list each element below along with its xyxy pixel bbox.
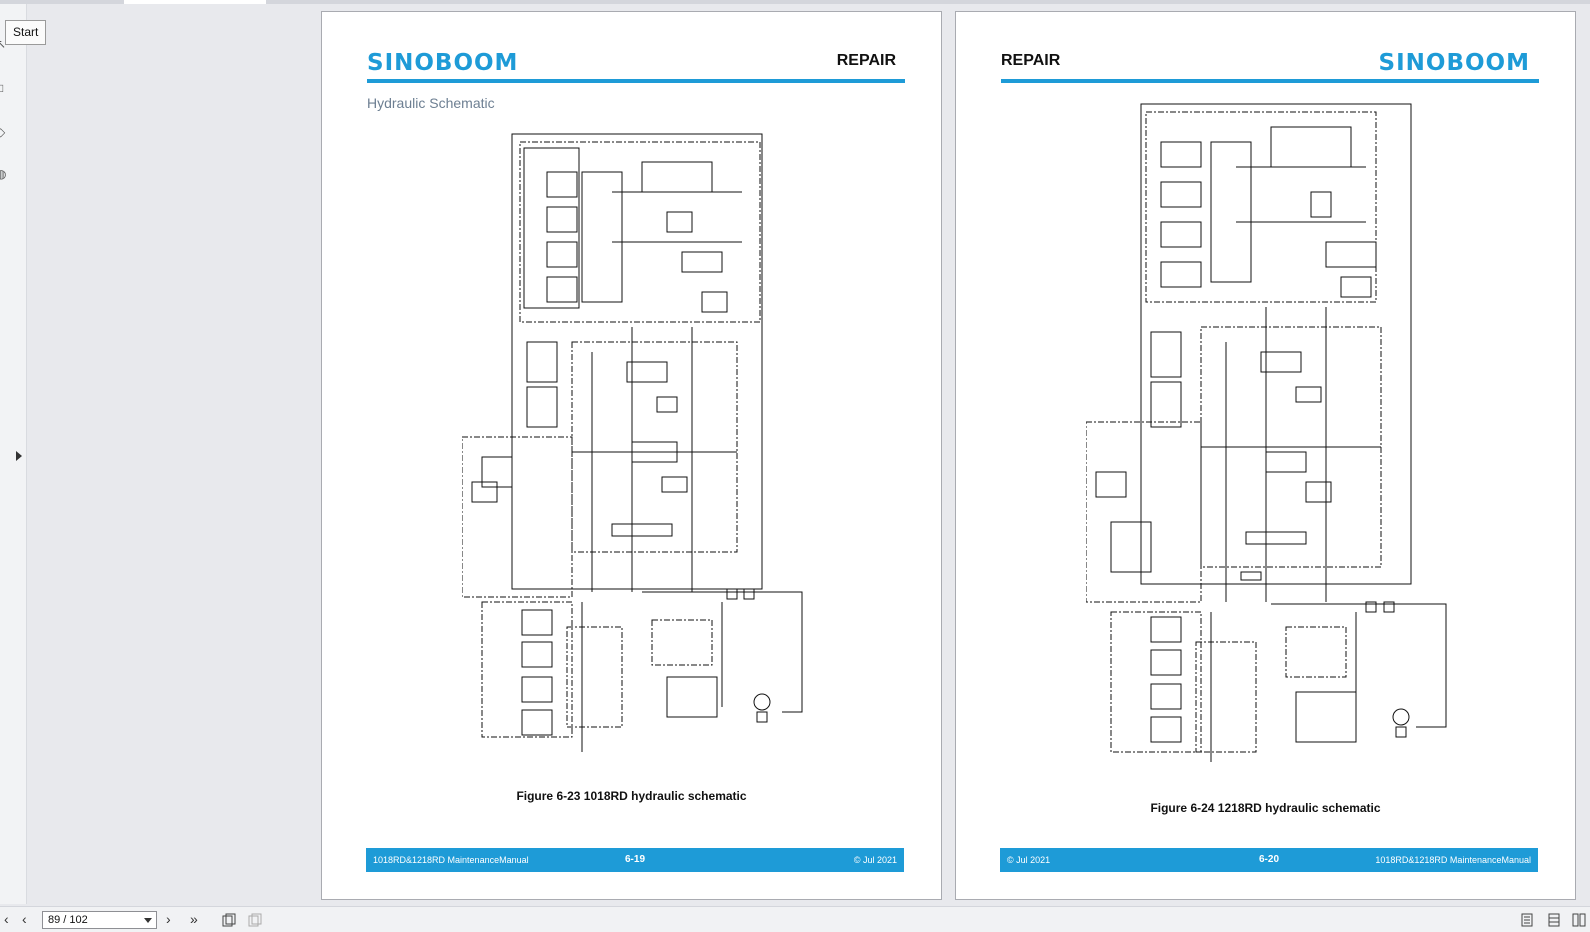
- start-tooltip: Start: [5, 20, 47, 45]
- navigation-toolbar: ‹ ‹ 89 / 102 › »: [0, 906, 1590, 932]
- tab-strip: [0, 0, 1590, 4]
- page-indicator: 89 / 102: [48, 914, 88, 926]
- brand-logo: SINOBOOM: [367, 50, 519, 76]
- single-page-view-icon[interactable]: [1520, 913, 1534, 927]
- two-page-view-icon[interactable]: [1572, 913, 1586, 927]
- continuous-view-icon[interactable]: [1547, 913, 1561, 927]
- figure-caption: Figure 6-24 1218RD hydraulic schematic: [1150, 801, 1381, 815]
- brand-logo: SINOBOOM: [1378, 50, 1530, 76]
- last-page-icon[interactable]: »: [190, 911, 198, 927]
- figure-caption: Figure 6-23 1018RD hydraulic schematic: [516, 789, 747, 803]
- page-footer: © Jul 2021 6-20 1018RD&1218RD Maintenanc…: [1000, 848, 1538, 872]
- page-icon[interactable]: □: [0, 82, 8, 94]
- header-rule: [1001, 79, 1539, 83]
- active-tab[interactable]: [124, 0, 266, 4]
- page-footer: 1018RD&1218RD MaintenanceManual 6-19 © J…: [366, 848, 904, 872]
- hydraulic-schematic-1018rd: [462, 133, 803, 752]
- page-heading: REPAIR: [1001, 52, 1061, 69]
- page-right: REPAIR SINOBOOM: [955, 11, 1576, 900]
- previous-page-icon[interactable]: ‹: [22, 911, 27, 927]
- page-left: SINOBOOM REPAIR Hydraulic Schematic: [321, 11, 942, 900]
- chevron-down-icon: [144, 918, 152, 923]
- tag-icon[interactable]: ◇: [0, 125, 6, 139]
- paste-icon[interactable]: [248, 913, 262, 927]
- hydraulic-schematic-1218rd: [1086, 103, 1447, 762]
- section-subtitle: Hydraulic Schematic: [367, 95, 495, 111]
- copy-icon[interactable]: [222, 913, 236, 927]
- page-number: 6-19: [624, 854, 645, 865]
- first-page-icon[interactable]: ‹: [4, 911, 9, 927]
- next-page-icon[interactable]: ›: [166, 911, 171, 927]
- header-rule: [367, 79, 905, 83]
- footer-left: 1018RD&1218RD MaintenanceManual: [373, 855, 529, 865]
- page-heading: REPAIR: [836, 52, 896, 69]
- pointer-icon[interactable]: ↖: [0, 37, 7, 51]
- expand-arrow-icon[interactable]: [16, 451, 22, 461]
- page-number-select[interactable]: 89 / 102: [42, 911, 157, 929]
- footer-right: 1018RD&1218RD MaintenanceManual: [1375, 855, 1531, 865]
- footer-right: © Jul 2021: [853, 855, 897, 865]
- footer-left: © Jul 2021: [1007, 855, 1051, 865]
- attachment-icon[interactable]: ◍: [0, 167, 7, 181]
- page-number: 6-20: [1258, 854, 1279, 865]
- left-rail: ↖ □ ◇ ◍: [0, 4, 27, 904]
